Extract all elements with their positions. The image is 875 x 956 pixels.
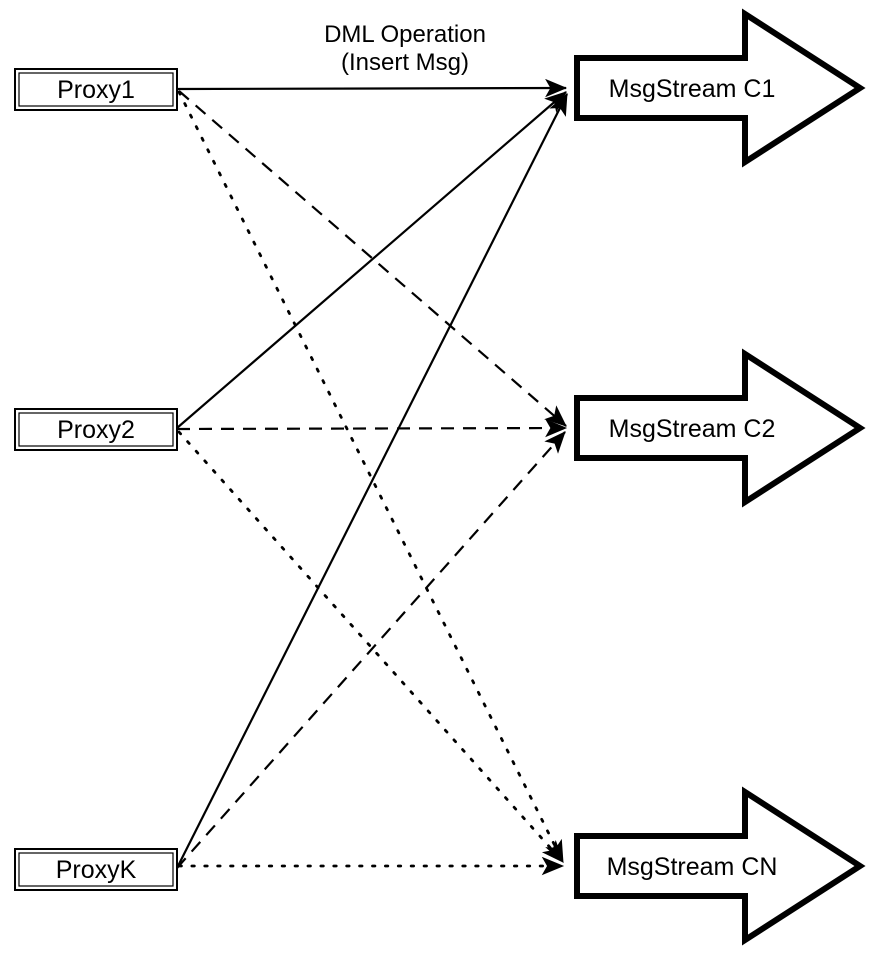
stream-node-cn[interactable]: MsgStream CN bbox=[574, 786, 866, 946]
proxyk-box-inner-border bbox=[18, 852, 174, 887]
stream-c2-label: MsgStream C2 bbox=[609, 415, 776, 443]
proxyk-label: ProxyK bbox=[56, 856, 137, 884]
edge-group-proxy1 bbox=[176, 78, 568, 864]
edge-proxy1-to-cn[interactable] bbox=[177, 90, 565, 864]
edge-group-proxyk bbox=[176, 93, 568, 876]
stream-cn-label: MsgStream CN bbox=[607, 853, 778, 881]
edge-proxy1-to-c1[interactable] bbox=[176, 78, 568, 98]
edge-proxy2-to-c1[interactable] bbox=[176, 91, 567, 429]
edge-group-proxy2 bbox=[176, 91, 568, 864]
edge-proxy1-to-c2[interactable] bbox=[178, 90, 567, 427]
proxy-node-proxy1[interactable]: Proxy1 bbox=[14, 68, 178, 111]
stream-c1-arrow-shape[interactable] bbox=[574, 8, 866, 168]
stream-node-c2[interactable]: MsgStream C2 bbox=[574, 348, 866, 508]
stream-cn-arrow-shape[interactable] bbox=[574, 786, 866, 946]
proxy2-label: Proxy2 bbox=[57, 416, 135, 444]
proxy1-box[interactable] bbox=[14, 68, 178, 111]
stream-node-c1[interactable]: MsgStream C1 bbox=[574, 8, 866, 168]
proxy1-label: Proxy1 bbox=[57, 76, 135, 104]
edge-proxyk-to-c2[interactable] bbox=[176, 431, 566, 869]
annotation-line-2: (Insert Msg) bbox=[341, 49, 469, 76]
proxy2-box[interactable] bbox=[14, 408, 178, 451]
proxy2-box-inner-border bbox=[18, 412, 174, 447]
edge-proxy2-to-cn[interactable] bbox=[177, 430, 565, 864]
annotation-dml-operation: DML Operation (Insert Msg) bbox=[324, 21, 486, 76]
proxy-node-proxy2[interactable]: Proxy2 bbox=[14, 408, 178, 451]
stream-c1-label: MsgStream C1 bbox=[609, 75, 776, 103]
stream-c2-arrow-shape[interactable] bbox=[574, 348, 866, 508]
edge-proxy2-to-c2[interactable] bbox=[176, 418, 568, 438]
proxy1-box-inner-border bbox=[18, 72, 174, 107]
edge-proxyk-to-c1[interactable] bbox=[176, 93, 568, 869]
annotation-line-1: DML Operation bbox=[324, 21, 486, 48]
proxyk-box[interactable] bbox=[14, 848, 178, 891]
proxy-node-proxyk[interactable]: ProxyK bbox=[14, 848, 178, 891]
